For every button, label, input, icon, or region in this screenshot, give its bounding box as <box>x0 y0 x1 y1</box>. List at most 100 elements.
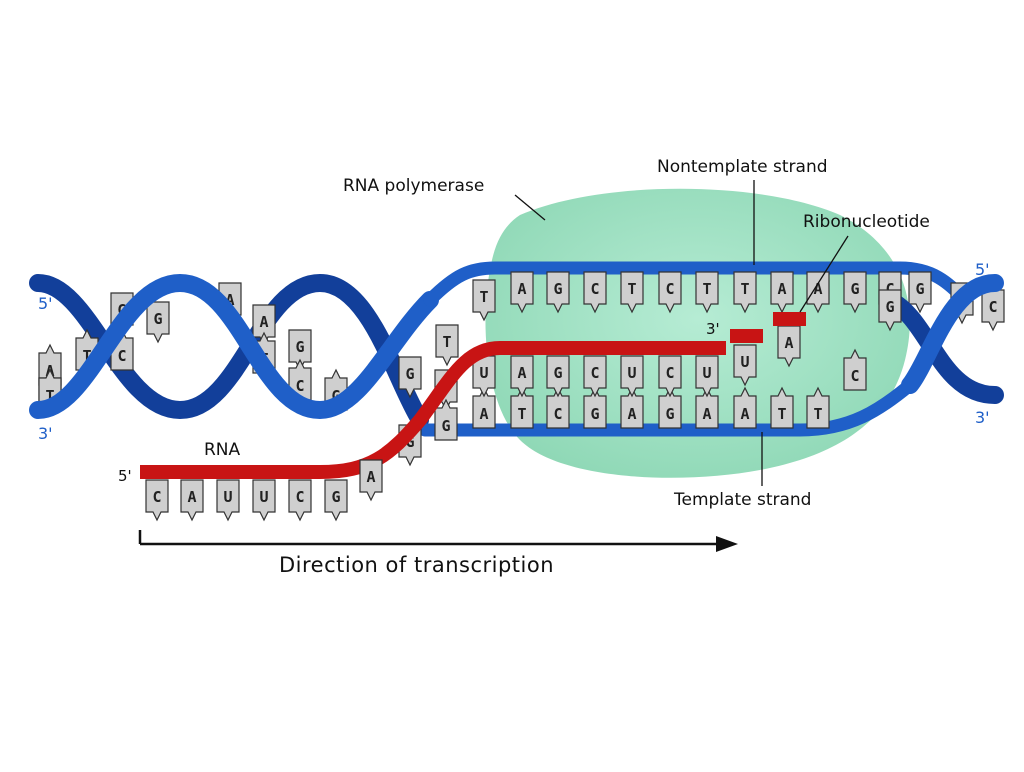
nontemplate-base: C <box>583 271 607 314</box>
base-peg-shape <box>806 271 830 314</box>
base-letter: C <box>885 280 894 298</box>
base-letter: U <box>259 488 268 506</box>
base-letter: C <box>665 280 674 298</box>
base-letter: G <box>441 417 450 435</box>
base-peg-shape <box>145 479 169 522</box>
base-letter: G <box>553 364 562 382</box>
base-letter: C <box>117 347 126 365</box>
base-letter: G <box>405 433 414 451</box>
nontemplate-base: T <box>472 279 496 322</box>
base-letter: T <box>777 405 786 423</box>
base-peg-shape <box>620 355 644 398</box>
template-strand-label: Template strand <box>673 490 811 510</box>
base-letter: A <box>259 313 268 331</box>
rna-3prime-label: 3' <box>706 320 720 338</box>
right-helix-base: G <box>878 289 902 332</box>
base-peg-shape <box>435 324 459 367</box>
helix-front-strand <box>29 273 439 420</box>
base-letter: T <box>813 405 822 423</box>
base-letter: G <box>850 280 859 298</box>
rna-line <box>140 341 726 479</box>
rna-bubble-base: U <box>733 344 757 387</box>
base-letter: T <box>517 405 526 423</box>
nontemplate-base: T <box>620 271 644 314</box>
base-peg-shape <box>472 355 496 398</box>
base-letter: T <box>627 280 636 298</box>
left-helix-top-base: G <box>146 301 170 344</box>
transition-base: G <box>398 356 422 399</box>
pointer-lines <box>514 180 849 486</box>
base-letter: C <box>152 488 161 506</box>
base-peg-shape <box>510 355 534 398</box>
base-peg-shape <box>770 386 794 429</box>
left-5prime-label: 5' <box>38 294 53 313</box>
left-helix: GGAAGATCTCGAT <box>29 273 439 429</box>
base-peg-shape <box>658 355 682 398</box>
nontemplate-base: A <box>806 271 830 314</box>
base-letter: C <box>295 377 304 395</box>
rna-tail-base: C <box>145 479 169 522</box>
base-peg-shape <box>695 271 719 314</box>
base-letter: A <box>813 280 822 298</box>
rna-bubble-base: C <box>658 355 682 398</box>
template-strand-line <box>418 378 917 437</box>
base-letter: A <box>702 405 711 423</box>
base-peg-shape <box>806 386 830 429</box>
base-peg-shape <box>733 271 757 314</box>
incoming-ribonucleotide-base: A <box>777 325 801 368</box>
base-letter: G <box>331 387 340 405</box>
base-letter: U <box>223 488 232 506</box>
base-letter: C <box>850 367 859 385</box>
ribonucleotide-label: Ribonucleotide <box>803 212 930 232</box>
rna-5prime-label: 5' <box>118 467 132 485</box>
ribonucleotide-bar-2 <box>773 312 806 326</box>
ribonucleotide-pointer <box>799 235 849 313</box>
nontemplate-base: G <box>843 271 867 314</box>
base-letter: A <box>777 280 786 298</box>
base-peg-shape <box>546 271 570 314</box>
base-letter: G <box>665 405 674 423</box>
base-letter: A <box>517 364 526 382</box>
right-helix-base: C <box>981 289 1005 332</box>
rna-label: RNA <box>204 440 241 460</box>
base-peg-shape <box>288 358 312 401</box>
right-3prime-label: 3' <box>975 408 990 427</box>
direction-arrowhead <box>716 536 738 552</box>
base-letter: T <box>442 333 451 351</box>
left-helix-bottom-base: C <box>288 358 312 401</box>
right-helix-base: C <box>843 348 867 391</box>
base-letter: A <box>366 468 375 486</box>
base-letter: G <box>915 280 924 298</box>
base-peg-shape <box>843 348 867 391</box>
base-letter: T <box>702 280 711 298</box>
nontemplate-strand-label: Nontemplate strand <box>657 157 828 177</box>
rna-bubble-base: U <box>695 355 719 398</box>
base-letter: G <box>405 365 414 383</box>
base-peg-shape <box>359 459 383 502</box>
base-peg-shape <box>878 289 902 332</box>
rna-polymerase-label: RNA polymerase <box>343 176 484 196</box>
template-base: T <box>806 386 830 429</box>
base-peg-shape <box>546 355 570 398</box>
base-letter: G <box>295 338 304 356</box>
base-peg-shape <box>620 271 644 314</box>
base-letter: C <box>665 364 674 382</box>
base-letter: T <box>45 387 54 405</box>
base-letter: A <box>517 280 526 298</box>
base-peg-shape <box>324 479 348 522</box>
nontemplate-base: C <box>658 271 682 314</box>
ribonucleotide-bar-1 <box>730 329 763 343</box>
rna-tail-base: G <box>324 479 348 522</box>
base-peg-shape <box>583 355 607 398</box>
transition-base: T <box>435 324 459 367</box>
base-letter: T <box>479 288 488 306</box>
base-letter: C <box>553 405 562 423</box>
base-peg-shape <box>472 279 496 322</box>
rna-tail-base: A <box>359 459 383 502</box>
base-letter: C <box>590 364 599 382</box>
nontemplate-base: G <box>546 271 570 314</box>
base-letter: A <box>479 405 488 423</box>
